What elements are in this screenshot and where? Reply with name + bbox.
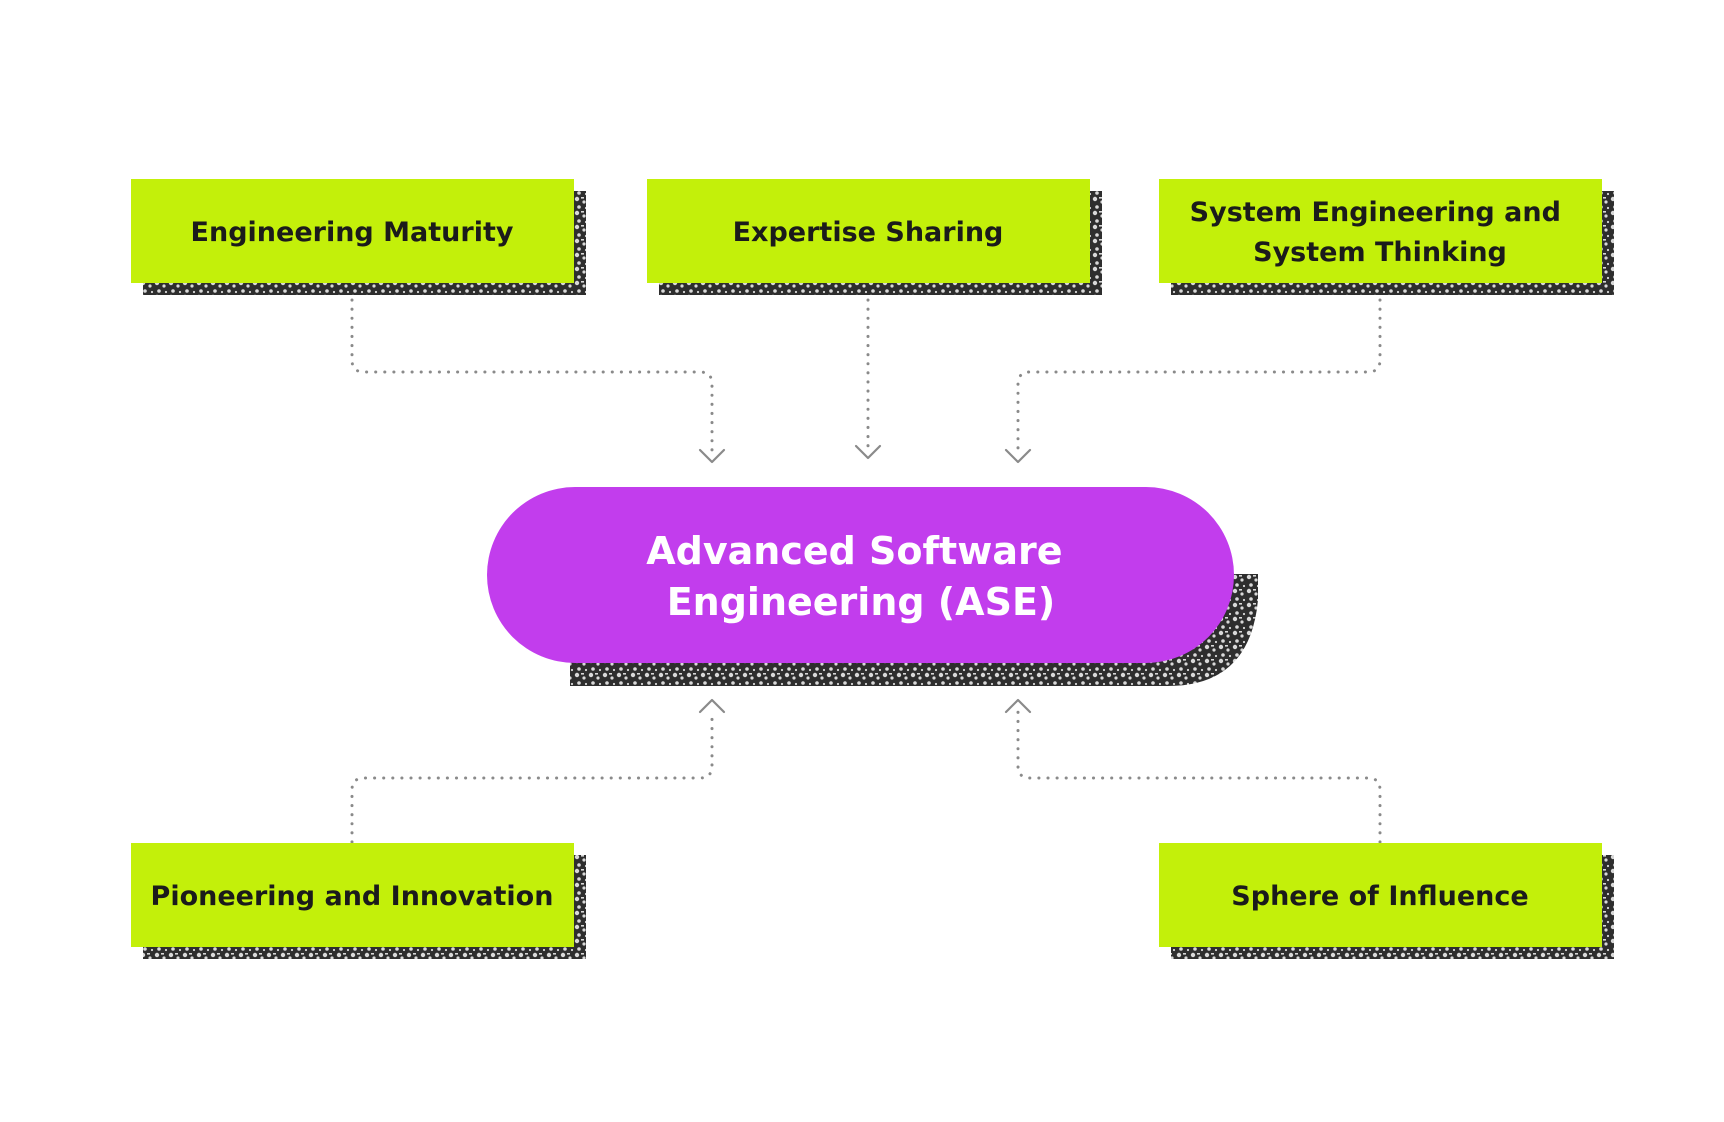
node-engineering-maturity: Engineering Maturity	[131, 179, 586, 295]
node-label: Expertise Sharing	[733, 217, 1004, 248]
center-node: Advanced Software Engineering (ASE)	[487, 487, 1258, 686]
chevron-down-arrow-icon	[698, 448, 726, 464]
node-box	[1159, 179, 1602, 283]
chevron-down-arrow-icon	[854, 444, 882, 460]
connector-pioneering-innovation	[350, 710, 714, 844]
chevron-up-arrow-icon	[1004, 698, 1032, 714]
node-label: Engineering Maturity	[191, 217, 514, 248]
center-node-pill	[487, 487, 1234, 663]
chevron-up-arrow-icon	[698, 698, 726, 714]
node-label: System Engineering and System Thinking	[1190, 197, 1571, 268]
connector-engineering-maturity	[350, 298, 714, 452]
connector-system-engineering	[1016, 298, 1382, 452]
node-box	[647, 179, 1090, 283]
node-box	[131, 843, 574, 947]
node-box	[131, 179, 574, 283]
node-label: Sphere of Influence	[1231, 881, 1528, 912]
node-system-engineering: System Engineering and System Thinking	[1159, 179, 1614, 295]
node-box	[1159, 843, 1602, 947]
connector-sphere-of-influence	[1016, 710, 1382, 844]
node-pioneering-innovation: Pioneering and Innovation	[131, 843, 586, 959]
connectors	[350, 298, 1382, 844]
node-expertise-sharing: Expertise Sharing	[647, 179, 1102, 295]
center-title-line-1: Advanced Software	[646, 529, 1062, 573]
node-sphere-of-influence: Sphere of Influence	[1159, 843, 1614, 959]
arrowheads	[698, 444, 1032, 714]
center-title-line-2: Engineering (ASE)	[667, 580, 1056, 624]
center-title: Advanced Software Engineering (ASE)	[646, 529, 1075, 624]
node-label: Pioneering and Innovation	[151, 881, 554, 912]
chevron-down-arrow-icon	[1004, 448, 1032, 464]
